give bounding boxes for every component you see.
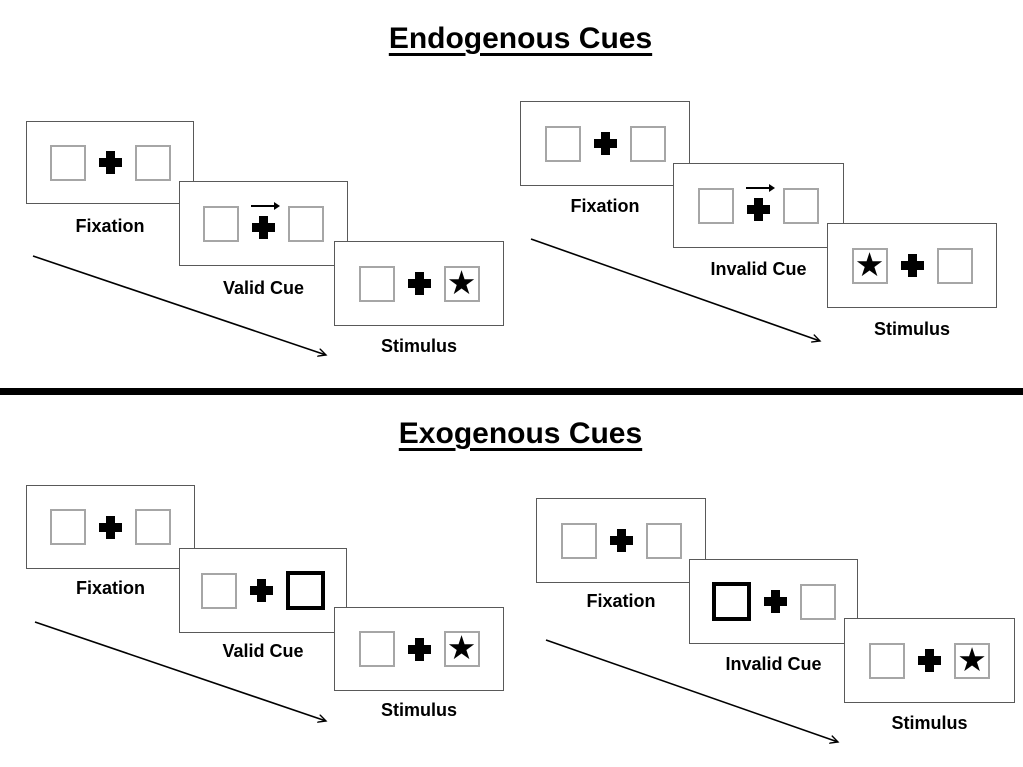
fixation-cross-icon (918, 649, 941, 672)
right-box (288, 205, 324, 242)
panel-label: Stimulus (873, 319, 950, 339)
exogenous-valid-fixation-panel (26, 485, 195, 569)
fixation-cross-icon (763, 590, 787, 613)
left-box (50, 509, 86, 545)
endogenous-invalid-fixation-panel (520, 101, 690, 186)
exogenous-valid-cue-panel (179, 548, 347, 633)
section-title-exogenous: Exogenous Cues (398, 417, 643, 450)
fixation-cross-icon (250, 579, 273, 602)
timeline-arrow-endogenous-valid (32, 255, 326, 355)
fixation-cross-icon (609, 529, 633, 552)
panel-label: Stimulus (891, 713, 968, 733)
cue-arrow-icon (746, 184, 775, 193)
panel-label: Valid Cue (222, 278, 305, 298)
left-box (49, 144, 86, 181)
panel-label: Fixation (570, 196, 640, 216)
right-box (936, 247, 973, 284)
endogenous-valid-stimulus-panel: ★ (334, 241, 504, 326)
panel-label: Stimulus (380, 700, 457, 720)
right-box (799, 583, 836, 620)
target-star-box: ★ (851, 244, 888, 284)
fixation-cross-icon (593, 132, 617, 155)
panel-label: Invalid Cue (725, 654, 822, 674)
left-box (358, 265, 395, 302)
left-box (203, 205, 239, 242)
endogenous-valid-cue-panel (179, 181, 348, 266)
panel-label: Invalid Cue (710, 259, 807, 279)
fixation-cross-icon (251, 202, 280, 239)
star-icon: ★ (957, 639, 987, 679)
target-star-box: ★ (443, 262, 480, 302)
right-box (134, 144, 171, 181)
highlighted-cue-box (286, 571, 325, 610)
target-star-box: ★ (443, 628, 480, 667)
exogenous-invalid-stimulus-panel: ★ (844, 618, 1015, 703)
endogenous-valid-fixation-panel (26, 121, 194, 204)
right-box (645, 522, 682, 559)
endogenous-invalid-cue-panel (673, 163, 844, 248)
star-icon: ★ (854, 244, 885, 284)
left-box (201, 572, 237, 609)
cue-arrow-icon (251, 202, 280, 211)
timeline-arrow-endogenous-invalid (530, 238, 820, 341)
right-box (135, 509, 171, 545)
fixation-cross-icon (746, 184, 775, 221)
fixation-cross-icon (407, 272, 431, 295)
left-box (698, 187, 734, 224)
left-box (560, 522, 597, 559)
fixation-cross-icon (900, 254, 924, 277)
timeline-arrow-exogenous-invalid (545, 639, 838, 742)
exogenous-invalid-cue-panel (689, 559, 858, 644)
fixation-cross-icon (99, 515, 122, 539)
panel-label: Valid Cue (222, 641, 304, 661)
section-title-endogenous: Endogenous Cues (388, 22, 653, 55)
exogenous-invalid-fixation-panel (536, 498, 706, 583)
star-icon: ★ (446, 262, 477, 302)
timeline-arrow-exogenous-valid (34, 621, 326, 721)
panel-label: Stimulus (380, 336, 457, 356)
right-box (629, 125, 666, 162)
fixation-cross-icon (98, 151, 122, 174)
exogenous-valid-stimulus-panel: ★ (334, 607, 504, 691)
fixation-cross-icon (407, 637, 431, 661)
target-star-box: ★ (954, 639, 990, 679)
right-box (783, 187, 819, 224)
panel-label: Fixation (75, 578, 145, 598)
section-divider (0, 388, 1023, 395)
left-box (869, 642, 905, 679)
endogenous-invalid-stimulus-panel: ★ (827, 223, 997, 308)
star-icon: ★ (446, 628, 477, 667)
highlighted-cue-box (711, 582, 751, 621)
left-box (358, 631, 395, 667)
panel-label: Fixation (586, 591, 656, 611)
panel-label: Fixation (75, 216, 145, 236)
left-box (544, 125, 581, 162)
